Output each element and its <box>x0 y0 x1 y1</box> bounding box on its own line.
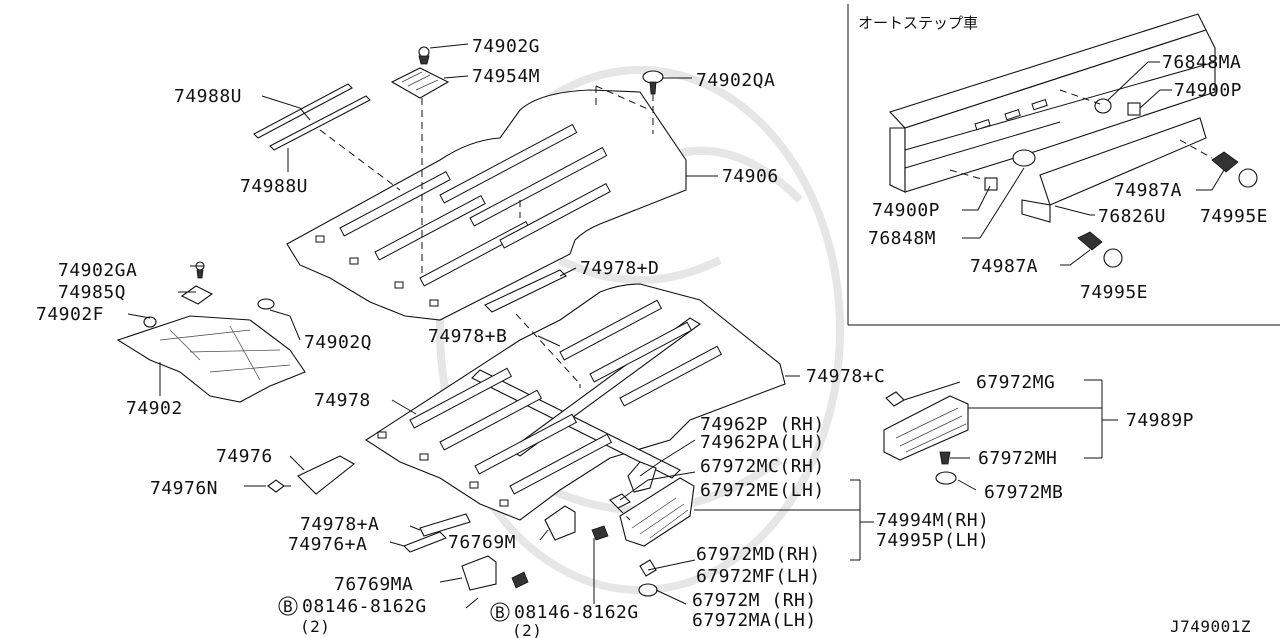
label-74989P: 74989P <box>1126 410 1194 431</box>
inset-title: オートステップ車 <box>858 14 978 32</box>
screw-74987A-upper <box>1211 151 1239 173</box>
label-74902G: 74902G <box>472 36 540 57</box>
label-76769M: 76769M <box>448 532 516 553</box>
label-74900P-lower: 74900P <box>872 200 940 221</box>
clip-67972M <box>638 583 658 597</box>
clip-67972MC <box>609 493 631 509</box>
part-74976 <box>267 455 471 553</box>
label-74902: 74902 <box>126 398 183 419</box>
label-74900P-upper: 74900P <box>1174 80 1242 101</box>
label-76848MA: 76848MA <box>1162 52 1241 73</box>
step-74989P <box>883 391 969 485</box>
clip-74900P-lower <box>984 177 998 191</box>
part-74976N <box>267 479 285 493</box>
front-floor-panel <box>364 269 786 521</box>
grommet-76848M <box>1012 149 1036 167</box>
label-67972MA: 67972MA(LH) <box>692 610 817 631</box>
pad-74978D <box>484 269 567 313</box>
label-74987A-lower: 74987A <box>970 256 1038 277</box>
clip-67972MG <box>885 391 905 407</box>
label-67972MF: 67972MF(LH) <box>696 566 821 587</box>
undercover-74902 <box>116 261 306 403</box>
bracket-76769MA <box>461 555 497 591</box>
label-74995P: 74995P(LH) <box>876 530 989 551</box>
bolt-08146-b <box>591 525 609 541</box>
label-74995E-lower: 74995E <box>1080 282 1148 303</box>
label-74962P: 74962P (RH) <box>700 414 825 435</box>
label-76826U: 76826U <box>1098 206 1166 227</box>
label-74995E-upper: 74995E <box>1200 206 1268 227</box>
bolt-marker-a: B <box>283 597 293 616</box>
bolt-08146-a <box>511 571 529 589</box>
bolt-callout-b: B 08146-8162G (2) <box>490 602 639 638</box>
label-76769MA: 76769MA <box>334 574 413 595</box>
label-74976N: 74976N <box>150 478 218 499</box>
clip-74902F <box>143 316 157 328</box>
diagram-id: J749001Z <box>1170 617 1251 636</box>
screw-74987A-lower <box>1077 231 1103 251</box>
label-67972MC: 67972MC(RH) <box>700 456 825 477</box>
bolt-marker-b: B <box>495 603 505 622</box>
label-08146-8162G-a: 08146-8162G <box>302 596 427 617</box>
label-74962PA: 74962PA(LH) <box>700 432 825 453</box>
label-74988U-upper: 74988U <box>174 86 242 107</box>
label-74987A-upper: 74987A <box>1114 180 1182 201</box>
clip-67972MB <box>935 471 957 485</box>
side-sill-illustration <box>889 13 1258 268</box>
label-74902Q: 74902Q <box>304 332 372 353</box>
label-67972ME: 67972ME(LH) <box>700 480 825 501</box>
label-67972MG: 67972MG <box>976 372 1055 393</box>
label-74954M: 74954M <box>472 66 540 87</box>
label-74978C: 74978+C <box>806 366 885 387</box>
label-74976: 74976 <box>216 446 273 467</box>
inset-leaders <box>949 61 1225 266</box>
clip-67972MH <box>939 451 951 465</box>
label-74906: 74906 <box>722 166 779 187</box>
leader-lines <box>127 43 1118 609</box>
clip-74902QA <box>642 70 664 95</box>
cap-74995E-lower <box>1103 248 1123 268</box>
label-67972MH: 67972MH <box>978 448 1057 469</box>
clip-67972MD <box>639 559 657 577</box>
clip-74902G <box>418 46 430 58</box>
strips-74988U <box>253 83 371 151</box>
inset-frame: オートステップ車 <box>847 4 1280 326</box>
label-74985Q: 74985Q <box>58 282 126 303</box>
label-67972M: 67972M (RH) <box>692 590 817 611</box>
bracket-74954M <box>390 46 450 99</box>
part-74978A <box>419 513 471 537</box>
part-74976A <box>403 531 447 553</box>
label-08146-qty-b: (2) <box>512 621 542 638</box>
clip-74902Q <box>257 298 275 310</box>
assembly-dashes <box>284 85 654 521</box>
label-74994M: 74994M(RH) <box>876 510 989 531</box>
label-74978D: 74978+D <box>580 258 659 279</box>
cap-74995E-upper <box>1238 168 1258 188</box>
label-74902F: 74902F <box>36 304 104 325</box>
label-74978A: 74978+A <box>300 514 379 535</box>
label-74978B: 74978+B <box>428 326 507 347</box>
bolt-callout-a: B 08146-8162G (2) <box>278 596 427 636</box>
label-74902GA: 74902GA <box>58 260 137 281</box>
part-labels: 74902G 74954M 74902QA 74988U 74988U 7490… <box>36 36 1268 638</box>
clip-74900P-upper <box>1127 102 1141 116</box>
label-74902QA: 74902QA <box>696 70 775 91</box>
label-67972MD: 67972MD(RH) <box>696 544 821 565</box>
label-74988U-lower: 74988U <box>240 176 308 197</box>
label-67972MB: 67972MB <box>984 482 1063 503</box>
grommet-76848MA <box>1094 98 1112 114</box>
bracket-76769M <box>461 505 609 591</box>
label-08146-8162G-b: 08146-8162G <box>514 602 639 623</box>
step-trim-74994M <box>609 461 695 597</box>
rear-floor-panel <box>286 89 687 321</box>
label-08146-qty-a: (2) <box>300 617 330 636</box>
label-74978: 74978 <box>314 390 371 411</box>
label-74976A: 74976+A <box>288 534 367 555</box>
part-74962P <box>627 461 657 493</box>
clip-74985Q <box>180 285 214 305</box>
label-76848M: 76848M <box>868 228 936 249</box>
